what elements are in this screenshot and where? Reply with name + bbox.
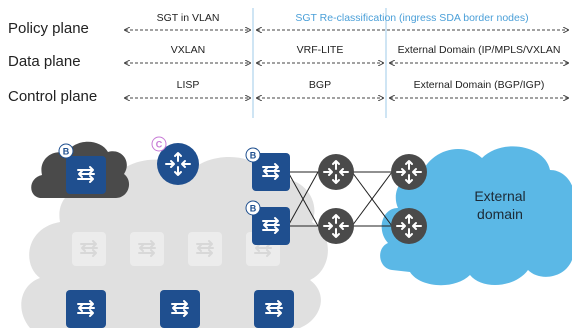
policy-segment-sgt-vlan: SGT in VLAN [157,12,220,24]
fabric-cloud [21,157,328,328]
border-switch-2 [252,207,290,245]
transit-router-2 [318,208,354,244]
transit-router-1 [318,154,354,190]
svg-text:B: B [63,147,70,157]
external-router-1 [391,154,427,190]
fabric-edge-switch-ghost-1 [72,232,106,266]
fabric-edge-switch-ghost-3 [188,232,222,266]
control-segment-bgp: BGP [309,79,331,91]
border-mesh-links [287,171,393,227]
border-switch-1 [252,153,290,191]
control-badge: C [151,136,167,152]
control-segment-lisp: LISP [177,79,200,91]
svg-text:B: B [250,151,257,161]
data-segment-external: External Domain (IP/MPLS/VXLAN [398,44,561,56]
external-router-2 [391,208,427,244]
border-badge-2: B [245,200,261,216]
edge-switch-3 [254,290,294,328]
edge-switch-2 [160,290,200,328]
border-switch-dark-cloud [66,156,106,194]
fabric-edge-switch-ghost-2 [130,232,164,266]
data-plane-label: Data plane [8,53,81,70]
svg-text:B: B [250,204,257,214]
policy-plane-label: Policy plane [8,20,89,37]
external-domain-label-line1: External [474,188,525,204]
svg-text:C: C [156,140,163,150]
border-badge-1: B [245,147,261,163]
control-plane-router [157,143,199,185]
data-segment-vrf-lite: VRF-LITE [297,44,344,56]
control-plane-label: Control plane [8,88,97,105]
edge-switch-1 [66,290,106,328]
external-domain-label-line2: domain [477,206,523,222]
control-segment-external: External Domain (BGP/IGP) [414,79,545,91]
external-cloud [380,146,572,286]
border-badge-dark-cloud: B [58,143,74,159]
policy-segment-reclassification: SGT Re-classification (ingress SDA borde… [295,12,528,24]
data-segment-vxlan: VXLAN [171,44,205,56]
